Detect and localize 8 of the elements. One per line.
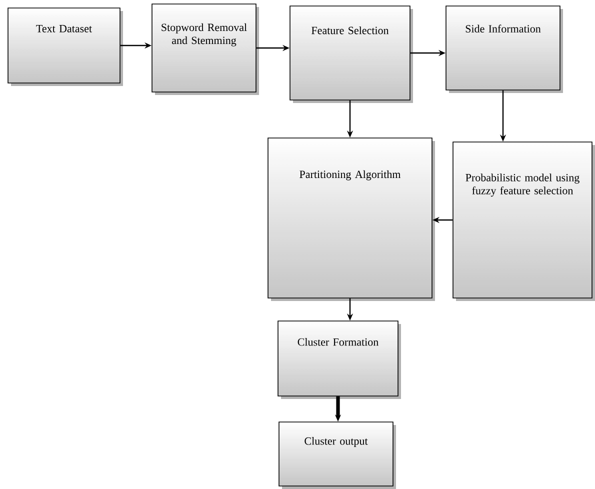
- process-box: Probabilistic model using fuzzy feature selection: [452, 142, 595, 301]
- process-box: Partitioning Algorithm: [268, 138, 435, 301]
- process-box: Cluster output: [278, 422, 396, 489]
- process-box: Cluster Formation: [278, 320, 401, 399]
- process-box: Text Dataset: [8, 8, 123, 86]
- process-box: Side Information: [446, 6, 563, 93]
- process-box: Feature Selection: [290, 6, 413, 103]
- process-box: Stopword Removal and Stemming: [152, 4, 259, 95]
